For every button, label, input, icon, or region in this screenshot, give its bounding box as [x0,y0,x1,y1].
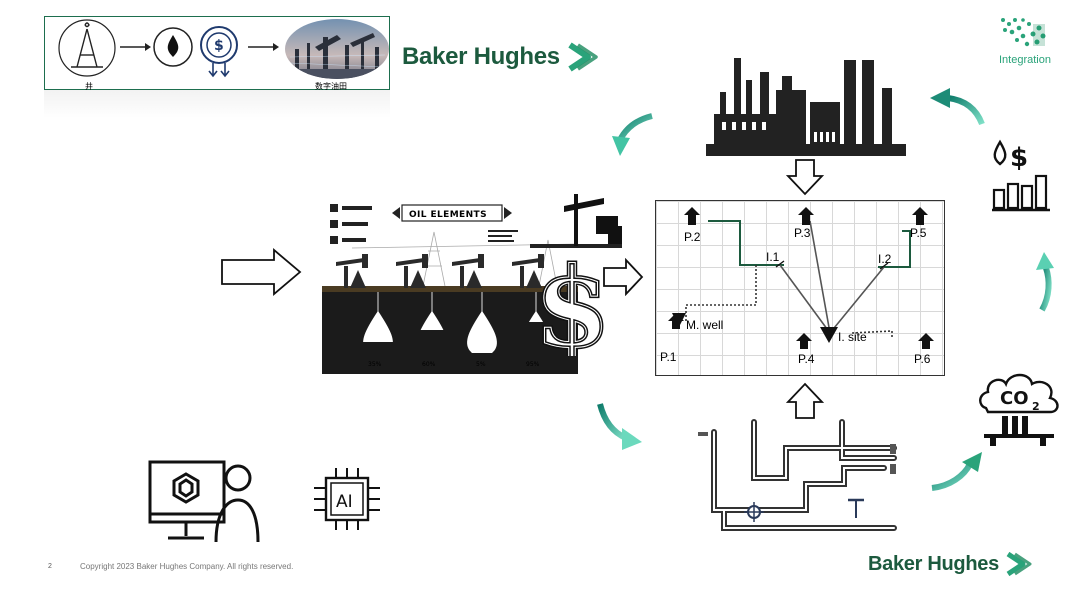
pct-3: 5% [476,361,486,368]
brand-name-bottom: Baker Hughes [868,552,999,575]
integration-label: Integration [999,54,1051,66]
copyright-text: Copyright 2023 Baker Hughes Company. All… [80,562,294,571]
oil-dollar-sign-icon: $ $ [530,194,622,356]
svg-text:CO: CO [1000,388,1029,409]
oil-elements-title: OIL ELEMENTS [409,210,487,220]
co2-plant-icon: CO 2 [979,373,1059,446]
dollar-coin-icon: $ [200,26,238,78]
integration-icon [1001,18,1046,47]
page-number: 2 [48,563,52,570]
injector-i2: I.2 [878,252,892,266]
cycle-arrow-bottom-left [597,403,642,450]
oil-drop-icon [167,35,179,57]
monitoring-well-label: M. well [686,318,723,332]
svg-text:$: $ [1010,143,1028,173]
svg-text:$: $ [534,243,611,356]
oil-elements-panel: OIL ELEMENTS [322,196,579,374]
digital-oilfield-photo [285,19,389,79]
oil-dollar-chart-icon: $ [992,139,1050,212]
brand-mark-bottom-icon [1006,551,1032,577]
digital-oilfield-label: 数字油田 [315,81,347,91]
brand-name-top: Baker Hughes [402,43,560,70]
well-network-map: P.2 P.3 P.5 I.1 I.2 M. well I. site P.1 … [655,200,945,376]
pct-2: 60% [422,361,436,368]
brand-logo-bottom: Baker Hughes [868,550,1034,578]
pipeline-icon [698,419,897,531]
ai-chip-label: AI [336,492,353,512]
right-arrow-small-icon [603,258,644,296]
point-p3: P.3 [794,226,811,240]
cycle-arrow-top-right [930,88,985,126]
integration-badge: Integration [997,14,1065,70]
brand-logo-top: Baker Hughes [402,42,600,72]
pct-4: 95% [526,361,540,368]
workflow-banner-graphic: $ [58,19,389,91]
right-arrow-input-icon [221,248,302,296]
svg-text:$: $ [214,38,224,54]
well-label: 井 [85,81,93,91]
cycle-arrow-bottom-right [931,452,982,491]
point-p4: P.4 [798,352,815,366]
svg-text:2: 2 [1032,400,1040,413]
point-p5: P.5 [910,226,927,240]
svg-text:$: $ [534,243,611,356]
oil-elements-graphic: OIL ELEMENTS [322,204,579,374]
well-network-graphic: P.2 P.3 P.5 I.1 I.2 M. well I. site P.1 … [660,207,934,366]
point-p2: P.2 [684,230,701,244]
cycle-arrow-right [1036,252,1054,312]
brand-mark-icon [568,42,598,72]
engineer-workstation-icon [148,460,260,543]
up-arrow-icon [786,382,824,419]
cycle-arrow-top-left [612,113,653,156]
banner-shadow [44,90,390,118]
refinery-icon [706,58,906,156]
injector-i1: I.1 [766,250,780,264]
pct-1: 35% [368,361,382,368]
injection-site-label: I. site [838,330,867,344]
well-derrick-icon [71,22,103,68]
ai-chip-icon: AI [314,468,380,530]
point-p1: P.1 [660,350,677,364]
point-p6: P.6 [914,352,931,366]
down-arrow-icon [786,159,824,196]
workflow-banner: $ [44,16,390,91]
